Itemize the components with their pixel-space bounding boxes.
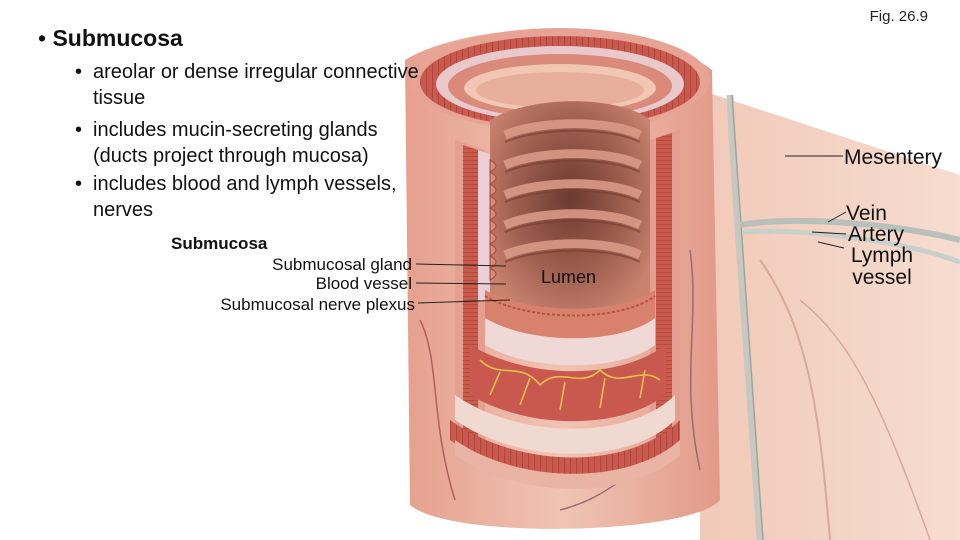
title-bullet: • Submucosa xyxy=(38,25,183,52)
bullet-dot: • xyxy=(38,25,53,51)
figure-reference: Fig. 26.9 xyxy=(869,8,928,25)
label-mesentery: Mesentery xyxy=(844,146,943,169)
label-lymph-vessel: Lymph vessel xyxy=(850,244,914,289)
bullet-dot: • xyxy=(75,173,83,195)
bullet-text: areolar or dense irregular connective ti… xyxy=(93,61,419,109)
bullet-text: includes mucin-secreting glands (ducts p… xyxy=(93,119,378,167)
bullet-text: includes blood and lymph vessels, nerves xyxy=(93,173,397,221)
bullet-dot: • xyxy=(75,119,83,141)
label-blood-vessel: Blood vessel xyxy=(315,274,412,293)
label-lumen: Lumen xyxy=(541,267,597,287)
bullet-dot: • xyxy=(75,61,83,83)
slide-title: Submucosa xyxy=(52,25,183,51)
label-submucosal-nerve-plexus: Submucosal nerve plexus xyxy=(220,295,415,314)
label-submucosal-gland: Submucosal gland xyxy=(272,255,412,274)
label-artery: Artery xyxy=(848,223,905,246)
label-submucosa-heading: Submucosa xyxy=(171,234,268,253)
label-vein: Vein xyxy=(846,202,887,225)
